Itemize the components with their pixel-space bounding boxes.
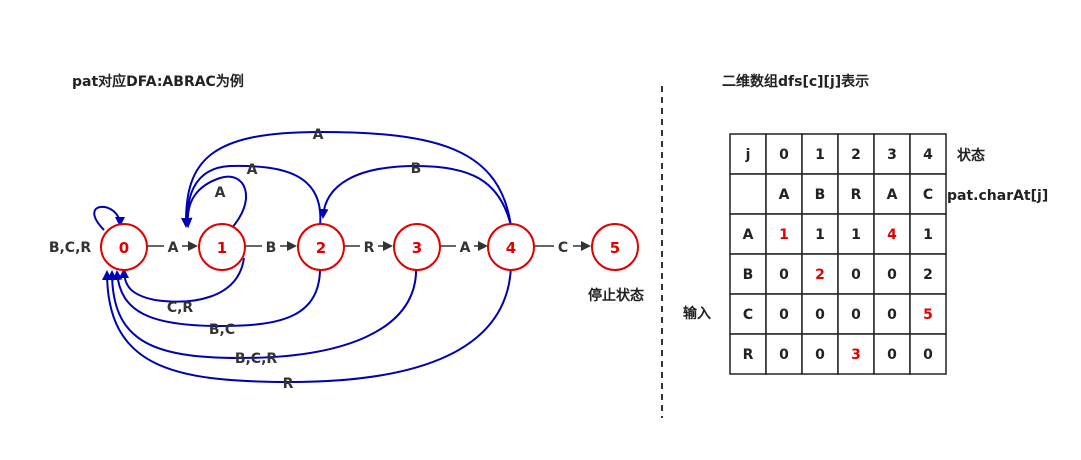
- state-1-label: 1: [217, 239, 227, 257]
- table-cell-text-header-5: 4: [923, 147, 933, 163]
- table-cell: [729, 213, 767, 255]
- table-cell: [909, 173, 947, 215]
- state-3-circle: [393, 223, 441, 271]
- table-cell-text-header-4: 3: [887, 147, 897, 163]
- table-cell: [801, 253, 839, 295]
- table-cell-text-input-A-3: 1: [851, 227, 861, 243]
- table-cell-text-input-B-1: 0: [779, 267, 789, 283]
- table-cell-text-pattern-2: B: [815, 187, 826, 203]
- edge-4-0: [102, 265, 512, 384]
- table-cell: [729, 293, 767, 335]
- table-cell-text-pattern-1: A: [779, 187, 790, 203]
- table-cell: [765, 173, 803, 215]
- input-label: 输入: [683, 305, 711, 322]
- table-cell-text-input-A-1: 1: [779, 227, 789, 243]
- table-cell-text-pattern-3: R: [851, 187, 862, 203]
- table-cell-text-input-A-0: A: [743, 227, 754, 243]
- table-cell: [909, 333, 947, 375]
- edge-self-0: [93, 205, 125, 231]
- state-3-label: 3: [412, 239, 422, 257]
- edge-label-3-4: A: [460, 240, 471, 256]
- table-cell-text-input-R-2: 0: [815, 347, 825, 363]
- table-cell: [873, 333, 911, 375]
- edge-2-0: [112, 263, 322, 328]
- table-cell-text-input-B-0: B: [743, 267, 754, 283]
- pattern-row-note: pat.charAt[j]: [947, 188, 1048, 204]
- edge-3-0: [107, 263, 418, 360]
- edge-label-4-1: A: [313, 127, 324, 143]
- table-cell: [909, 133, 947, 175]
- table-cell: [837, 333, 875, 375]
- table-cell: [873, 173, 911, 215]
- edge-label-1-1: A: [215, 185, 226, 201]
- table-cell-text-input-C-3: 0: [851, 307, 861, 323]
- table-cell: [801, 133, 839, 175]
- table-cell: [729, 173, 767, 215]
- table-cell-text-input-R-3: 3: [851, 347, 861, 363]
- left-title: pat对应DFA:ABRAC为例: [72, 73, 244, 90]
- table-cell-text-input-C-1: 0: [779, 307, 789, 323]
- edge-label-1-0: C,R: [167, 300, 194, 316]
- table-cell-text-input-C-5: 5: [923, 307, 933, 323]
- table-cell: [909, 253, 947, 295]
- table-cell: [873, 133, 911, 175]
- edge-1-0: [119, 257, 245, 303]
- right-title: 二维数组dfs[c][j]表示: [722, 73, 869, 90]
- state-2-label: 2: [316, 239, 326, 257]
- table-cell-text-input-R-1: 0: [779, 347, 789, 363]
- final-state-note: 停止状态: [588, 287, 644, 304]
- edge-label-4-5: C: [558, 240, 568, 256]
- table-cell-text-input-B-5: 2: [923, 267, 933, 283]
- state-0-label: 0: [119, 239, 129, 257]
- state-5-circle: [591, 223, 639, 271]
- edge-label-2-3: R: [364, 240, 375, 256]
- state-4-label: 4: [506, 239, 516, 257]
- table-cell-text-input-A-2: 1: [815, 227, 825, 243]
- table-cell: [801, 293, 839, 335]
- edge-label-2-0: B,C: [209, 322, 235, 338]
- table-cell-text-header-3: 2: [851, 147, 861, 163]
- table-cell: [729, 333, 767, 375]
- table-cell: [837, 293, 875, 335]
- table-cell-text-input-A-4: 4: [887, 227, 897, 243]
- edge-4-2: [318, 164, 512, 227]
- state-4-circle: [487, 223, 535, 271]
- edge-label-2-1: A: [247, 162, 258, 178]
- edge-1-1: [182, 175, 247, 231]
- table-cell-text-input-R-4: 0: [887, 347, 897, 363]
- header-row-note: 状态: [957, 147, 985, 164]
- table-cell-text-input-C-0: C: [743, 307, 753, 323]
- table-cell-text-pattern-4: A: [887, 187, 898, 203]
- table-cell-text-input-B-2: 2: [815, 267, 825, 283]
- edge-label-1-2: B: [266, 240, 277, 256]
- table-cell-text-input-A-5: 1: [923, 227, 933, 243]
- state-0-circle: [100, 223, 148, 271]
- table-cell-text-header-0: j: [745, 147, 751, 163]
- table-cell-text-header-2: 1: [815, 147, 825, 163]
- edge-4-1: [180, 130, 512, 228]
- table-cell-text-header-1: 0: [779, 147, 789, 163]
- table-cell-text-pattern-5: C: [923, 187, 933, 203]
- table-cell-text-input-C-2: 0: [815, 307, 825, 323]
- edge-label-4-0: R: [283, 376, 294, 392]
- state-2-circle: [297, 223, 345, 271]
- state-5-label: 5: [610, 239, 620, 257]
- state-1-circle: [198, 223, 246, 271]
- table-cell: [729, 133, 767, 175]
- edge-label-0-1: A: [168, 240, 179, 256]
- table-cell: [909, 293, 947, 335]
- table-cell-text-input-C-4: 0: [887, 307, 897, 323]
- table-cell-text-input-B-4: 0: [887, 267, 897, 283]
- table-cell-text-input-B-3: 0: [851, 267, 861, 283]
- table-cell-text-input-R-5: 0: [923, 347, 933, 363]
- edge-label-4-2: B: [411, 161, 422, 177]
- edge-2-1: [182, 164, 322, 228]
- table-cell: [873, 293, 911, 335]
- edge-label-3-0: B,C,R: [235, 351, 278, 367]
- table-cell-text-input-R-0: R: [743, 347, 754, 363]
- edge-label-self-0: B,C,R: [49, 240, 92, 256]
